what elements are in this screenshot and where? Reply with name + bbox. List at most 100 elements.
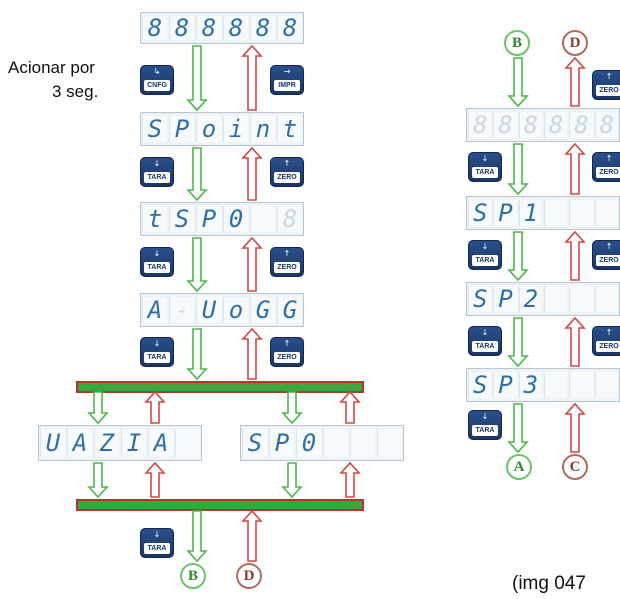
zero-key[interactable]: ↑ ZERO — [270, 157, 304, 187]
digit — [175, 429, 200, 457]
digit: 1 — [518, 199, 542, 227]
hold-note-line2: 3 seg. — [52, 82, 99, 101]
digit: U — [196, 296, 221, 324]
tara-key[interactable]: ↓ TARA — [468, 326, 502, 356]
zero-key[interactable]: ↑ ZERO — [270, 337, 304, 367]
down-arrow-icon: ↓ — [481, 242, 489, 251]
down-arrow-icon: ↓ — [153, 339, 161, 348]
digit: t — [142, 205, 167, 233]
digit: A — [67, 429, 92, 457]
digit: S — [468, 199, 492, 227]
digit: 8 — [223, 14, 248, 42]
zero-key[interactable]: ↑ ZERO — [592, 152, 620, 182]
connector-a: A — [506, 454, 532, 480]
digit — [569, 372, 593, 398]
digit — [594, 372, 618, 398]
flow-down-arrow — [186, 45, 208, 112]
down-arrow-icon: ↓ — [153, 249, 161, 258]
zero-key-label: ZERO — [274, 172, 300, 183]
flow-up-arrow — [144, 390, 166, 424]
display-sp0: S P 0 — [240, 425, 404, 461]
digit: 8 — [277, 14, 302, 42]
flow-up-arrow — [241, 327, 263, 380]
digit — [569, 200, 593, 226]
flow-up-arrow — [564, 142, 586, 195]
tara-key[interactable]: ↓ TARA — [468, 240, 502, 270]
flow-down-arrow — [186, 510, 208, 563]
connector-d-top: D — [562, 30, 588, 56]
digit: S — [142, 115, 167, 143]
up-arrow-icon: ↑ — [283, 339, 291, 348]
flow-down-arrow — [507, 317, 529, 368]
tara-key[interactable]: ↓ TARA — [468, 152, 502, 182]
digit: 8 — [493, 111, 517, 139]
flow-down-arrow — [281, 391, 303, 425]
digit: G — [277, 296, 302, 324]
tara-key[interactable]: ↓ TARA — [140, 337, 174, 367]
digit: P — [493, 285, 517, 313]
up-arrow-icon: ↑ — [605, 328, 613, 337]
flow-up-arrow — [241, 236, 263, 292]
flow-down-arrow — [281, 462, 303, 499]
zero-key-label: ZERO — [274, 352, 300, 363]
digit: U — [40, 429, 65, 457]
connector-c: C — [562, 454, 588, 480]
flow-up-arrow — [564, 316, 586, 367]
digit: 3 — [518, 371, 542, 399]
digit: I — [121, 429, 146, 457]
tara-key-label: TARA — [144, 543, 170, 554]
digit: 8 — [250, 14, 275, 42]
digit — [569, 286, 593, 312]
digit: 8 — [594, 111, 618, 139]
tara-key-label: TARA — [472, 167, 498, 178]
zero-key[interactable]: ↑ ZERO — [270, 247, 304, 277]
tara-key-label: TARA — [144, 262, 170, 273]
digit — [250, 206, 275, 232]
up-arrow-icon: ↑ — [283, 249, 291, 258]
flow-up-arrow — [339, 461, 361, 498]
display-vazia: U A Z I A — [38, 425, 202, 461]
zero-key[interactable]: ↑ ZERO — [592, 70, 620, 100]
digit: P — [269, 429, 294, 457]
zero-key-label: ZERO — [274, 262, 300, 273]
tara-key[interactable]: ↓ TARA — [468, 410, 502, 440]
digit: 8 — [169, 14, 194, 42]
digit: 2 — [518, 285, 542, 313]
digit — [350, 429, 375, 457]
cnfg-key[interactable]: ↳ CNFG — [140, 65, 174, 95]
digit: 0 — [223, 205, 248, 233]
zero-key[interactable]: ↑ ZERO — [592, 326, 620, 356]
zero-key[interactable]: ↑ ZERO — [592, 240, 620, 270]
flow-up-arrow — [144, 461, 166, 498]
branch-bar-top — [76, 381, 364, 393]
digit: P — [493, 199, 517, 227]
digit: 8 — [277, 205, 302, 233]
flow-up-arrow — [564, 230, 586, 281]
digit — [323, 429, 348, 457]
hold-note-line1: Acionar por — [8, 58, 95, 77]
tara-key-label: TARA — [472, 341, 498, 352]
image-caption: (img 047 — [512, 573, 586, 594]
flow-down-arrow — [87, 391, 109, 425]
connector-b-bottom: B — [180, 563, 206, 589]
tara-key[interactable]: ↓ TARA — [140, 528, 174, 558]
down-arrow-icon: ↓ — [481, 412, 489, 421]
up-arrow-icon: ↑ — [283, 159, 291, 168]
digit: 0 — [296, 429, 321, 457]
flow-down-arrow — [186, 147, 208, 202]
impr-key[interactable]: → IMPR — [270, 65, 304, 95]
flow-down-arrow — [507, 143, 529, 196]
tara-key[interactable]: ↓ TARA — [140, 247, 174, 277]
up-arrow-icon: ↑ — [605, 154, 613, 163]
flow-up-arrow — [241, 44, 263, 111]
tara-key[interactable]: ↓ TARA — [140, 157, 174, 187]
zero-key-label: ZERO — [596, 255, 620, 266]
flow-down-arrow — [186, 237, 208, 293]
digit: S — [468, 285, 492, 313]
tara-key-label: TARA — [144, 352, 170, 363]
display-tspo: t S P 0 8 — [140, 202, 304, 236]
digit: n — [250, 115, 275, 143]
digit: A — [148, 429, 173, 457]
display-all-eights: 8 8 8 8 8 8 — [140, 12, 304, 44]
